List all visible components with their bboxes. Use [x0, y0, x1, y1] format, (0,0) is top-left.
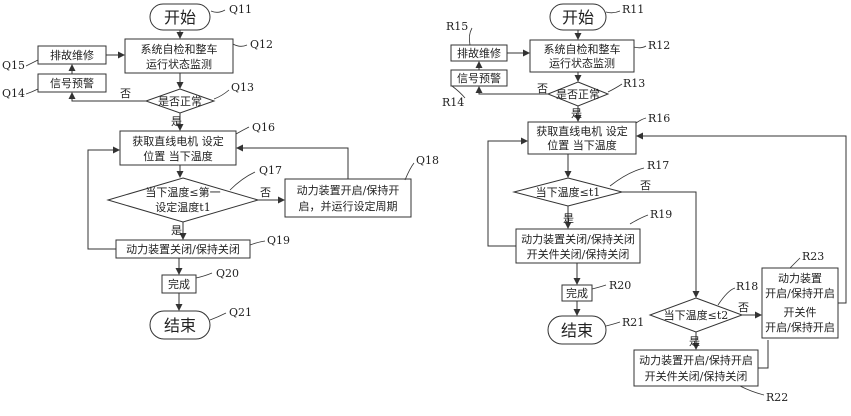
left-repair-text: 排故维修: [50, 48, 94, 62]
label-r23: R23: [802, 250, 824, 263]
label-r18: R18: [736, 280, 758, 293]
label-r11: R11: [622, 3, 644, 16]
right-close-line1: 动力装置关闭/保持关闭: [521, 232, 635, 246]
label-r13: R13: [623, 77, 645, 90]
left-run-line2: 启，并运行设定周期: [299, 199, 398, 213]
label-r19: R19: [650, 208, 672, 221]
label-q21: Q21: [229, 306, 252, 319]
left-acquire-line1: 获取直线电机 设定: [132, 134, 224, 148]
left-acquire-box: [119, 130, 237, 166]
right-selfcheck-line1: 系统自检和整车: [544, 42, 621, 56]
label-r15: R15: [446, 20, 468, 33]
right-reference-labels: R11 R12 R13 R14 R15 R16 R17 R18 R19 R20 …: [442, 3, 824, 404]
label-q19: Q19: [267, 234, 290, 247]
label-q16: Q16: [252, 121, 275, 134]
label-q18: Q18: [416, 154, 439, 167]
left-start-text: 开始: [164, 8, 196, 27]
label-q13: Q13: [231, 81, 254, 94]
right-selfcheck-line2: 运行状态监测: [549, 56, 615, 70]
right-warning-text: 信号预警: [457, 71, 501, 85]
label-q15: Q15: [2, 59, 25, 72]
left-compare-line2: 设定温度t1: [155, 200, 210, 214]
left-reference-labels: Q11 Q12 Q13 Q14 Q15 Q16 Q17 Q18 Q19 Q20 …: [2, 3, 439, 321]
left-no-label-2: 否: [260, 186, 271, 199]
left-normal-text: 是否正常: [158, 95, 202, 108]
right-open-switch-closed-line2: 开关件关闭/保持关闭: [645, 369, 748, 383]
left-selfcheck-line1: 系统自检和整车: [141, 42, 218, 56]
right-connectors: [475, 30, 847, 369]
right-close-box: [515, 228, 641, 264]
left-yes-label-1: 是: [171, 115, 182, 128]
left-compare-line1: 当下温度≤第一: [145, 185, 220, 199]
label-r16: R16: [648, 112, 670, 125]
left-warning-text: 信号预警: [50, 76, 94, 90]
right-compare2-text: 当下温度≤t2: [664, 308, 729, 322]
right-open-both-line2: 开启/保持开启: [765, 286, 835, 300]
left-end-terminal: [149, 310, 211, 340]
right-open-both-line3: 开关件: [784, 305, 817, 319]
right-yes-label-1: 是: [571, 107, 582, 120]
right-acquire-line1: 获取直线电机 设定: [536, 124, 628, 138]
right-no-label-1: 否: [537, 82, 548, 95]
right-yes-label-3: 是: [689, 335, 700, 348]
right-end-terminal: [547, 315, 607, 345]
right-repair-text: 排故维修: [457, 46, 501, 60]
left-selfcheck-line2: 运行状态监测: [146, 57, 212, 71]
right-end-text: 结束: [561, 321, 593, 340]
left-acquire-line2: 位置 当下温度: [143, 149, 213, 163]
right-compare1-text: 当下温度≤t1: [536, 185, 601, 199]
right-start-text: 开始: [562, 8, 594, 27]
left-done-text: 完成: [168, 277, 190, 291]
label-q12: Q12: [250, 38, 273, 51]
right-open-switch-closed-line1: 动力装置开启/保持开启: [639, 353, 753, 367]
right-selfcheck-box: [529, 39, 635, 73]
left-flowchart: 开始 系统自检和整车 运行状态监测 排故维修 信号预警 是否正常 获取直线电机 …: [2, 3, 439, 340]
label-r20: R20: [609, 279, 631, 292]
left-run-box: [284, 178, 412, 218]
right-no-label-3: 否: [738, 301, 749, 314]
label-q17: Q17: [259, 164, 282, 177]
right-open-both-line1: 动力装置: [778, 272, 822, 285]
left-no-label-1: 否: [120, 87, 131, 100]
label-r21: R21: [622, 316, 644, 329]
label-q20: Q20: [216, 267, 239, 280]
left-yes-label-2: 是: [171, 224, 182, 237]
right-close-line2: 开关件关闭/保持关闭: [527, 247, 630, 261]
left-selfcheck-box: [124, 38, 234, 74]
right-open-both-line4: 开启/保持开启: [765, 320, 835, 334]
label-r22: R22: [766, 391, 788, 404]
right-acquire-line2: 位置 当下温度: [547, 138, 617, 152]
label-q14: Q14: [2, 87, 25, 100]
label-r12: R12: [648, 39, 670, 52]
left-end-text: 结束: [164, 316, 196, 335]
label-r17: R17: [647, 159, 669, 172]
label-q11: Q11: [229, 3, 252, 16]
left-close-text: 动力装置关闭/保持关闭: [126, 242, 240, 256]
left-run-line1: 动力装置开启/保持开: [297, 183, 400, 197]
right-normal-text: 是否正常: [556, 88, 600, 101]
label-r14: R14: [442, 96, 464, 109]
right-flowchart: 开始 系统自检和整车 运行状态监测 排故维修 信号预警 是否正常 获取直线电机 …: [442, 3, 847, 404]
left-connectors: [68, 30, 349, 311]
right-yes-label-2: 是: [563, 212, 574, 225]
right-no-label-2: 否: [640, 179, 651, 192]
right-done-text: 完成: [566, 286, 588, 300]
right-open-both-box: [761, 267, 839, 339]
